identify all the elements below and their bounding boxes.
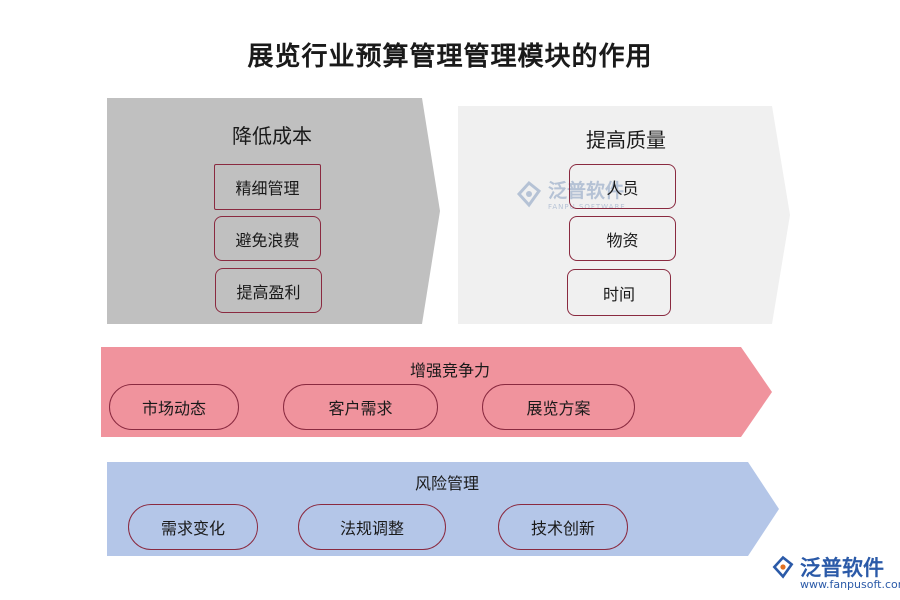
competitive-band-arrow	[101, 347, 772, 437]
brand-logo-text: 泛普软件	[800, 556, 884, 580]
watermark: 泛普软件 FANPU SOFTWARE	[514, 176, 626, 211]
cost-panel-heading: 降低成本	[232, 124, 312, 148]
risk-item-regulation-adjustment: 法规调整	[298, 504, 446, 550]
competitive-item-customer-demand: 客户需求	[283, 384, 438, 430]
watermark-sub: FANPU SOFTWARE	[548, 203, 626, 211]
risk-item-tech-innovation: 技术创新	[498, 504, 628, 550]
quality-item-materials: 物资	[569, 216, 676, 261]
watermark-text: 泛普软件	[548, 180, 625, 202]
risk-item-demand-change: 需求变化	[128, 504, 258, 550]
brand-url: www.fanpusoft.com	[800, 578, 900, 591]
cost-item-fine-management: 精细管理	[214, 164, 321, 210]
quality-panel-arrow	[458, 106, 790, 324]
cost-panel-arrow	[107, 98, 440, 324]
competitive-band-heading: 增强竞争力	[409, 361, 490, 380]
fanpu-logo-icon	[772, 555, 794, 579]
competitive-item-market-trends: 市场动态	[109, 384, 239, 430]
fanpu-logo-icon	[516, 180, 542, 207]
page-title: 展览行业预算管理管理模块的作用	[247, 42, 653, 72]
quality-panel-heading: 提高质量	[586, 128, 666, 152]
competitive-item-exhibition-plan: 展览方案	[482, 384, 635, 430]
cost-item-avoid-waste: 避免浪费	[214, 216, 321, 261]
quality-item-time: 时间	[567, 269, 671, 316]
risk-band-heading: 风险管理	[414, 474, 479, 493]
cost-item-increase-profit: 提高盈利	[215, 268, 322, 313]
brand-logo: 泛普软件	[770, 552, 884, 582]
quality-item-personnel: 人员	[569, 164, 676, 209]
